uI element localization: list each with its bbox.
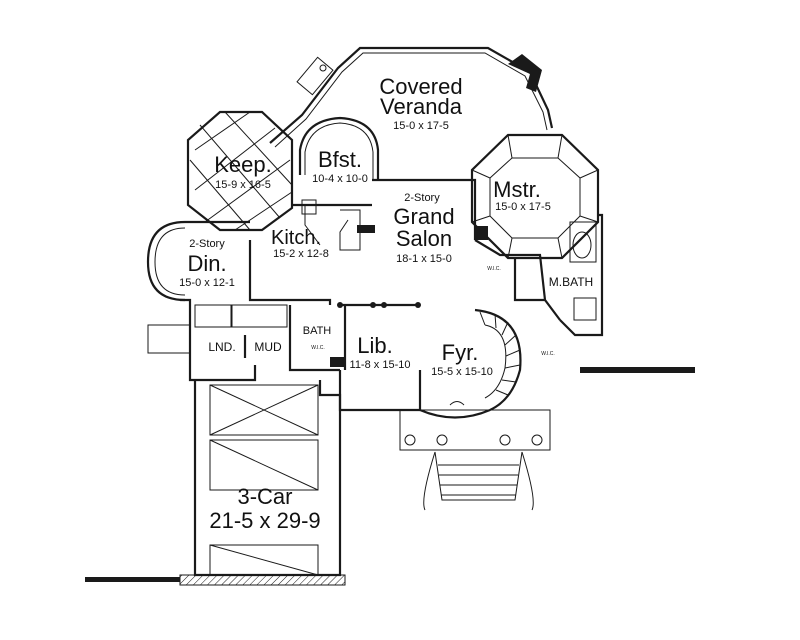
- dining-dims: 15-0 x 12-1: [179, 277, 235, 289]
- kitchen-dims: 15-2 x 12-8: [273, 248, 329, 260]
- veranda-outline: [269, 46, 554, 148]
- breakfast-outline: [298, 116, 380, 180]
- salon-closet-label: W.I.C.: [487, 266, 501, 272]
- utility-walls: [147, 304, 288, 358]
- dining-name: Din.: [187, 251, 226, 276]
- master-dims: 15-0 x 17-5: [495, 201, 551, 213]
- master-closet-label: W.I.C.: [541, 351, 555, 357]
- breakfast-name: Bfst.: [318, 147, 362, 172]
- veranda-name-1: Covered: [379, 74, 462, 99]
- salon-dims: 18-1 x 15-0: [396, 253, 452, 265]
- keep-dims: 15-9 x 16-5: [215, 179, 271, 191]
- garage-name: 3-Car: [237, 484, 292, 509]
- library-outline: [338, 370, 420, 412]
- dining-outline: [146, 220, 250, 302]
- master-bath-outline: [513, 221, 597, 321]
- keep-name: Keep.: [214, 152, 272, 177]
- main-walls: [180, 178, 604, 382]
- column-markers: [337, 302, 421, 308]
- mud-name: MUD: [254, 340, 282, 354]
- dining-prefix: 2-Story: [189, 238, 225, 250]
- salon-name-2: Salon: [396, 226, 452, 251]
- breakfast-dims: 10-4 x 10-0: [312, 173, 368, 185]
- master-bath-name: M.BATH: [549, 275, 593, 289]
- master-name: Mstr.: [493, 177, 541, 202]
- salon-prefix: 2-Story: [404, 192, 440, 204]
- garage-outline: [193, 380, 342, 577]
- salon-name-1: Grand: [393, 204, 454, 229]
- kitchen-name: Kitch.: [271, 227, 321, 249]
- veranda-name-2: Veranda: [380, 94, 463, 119]
- grill-icon: [296, 56, 334, 96]
- fireplace-icon: [508, 54, 542, 92]
- foyer-name: Fyr.: [442, 340, 479, 365]
- garage-dims: 21-5 x 29-9: [209, 508, 320, 533]
- library-dims: 11-8 x 15-10: [350, 359, 411, 371]
- library-name: Lib.: [357, 333, 392, 358]
- veranda-dims: 15-0 x 17-5: [393, 120, 449, 132]
- bath-name: BATH: [303, 325, 332, 337]
- bath-closet-label: W.I.C.: [311, 345, 325, 351]
- ground-lines: [85, 367, 695, 586]
- staircase: [474, 308, 522, 412]
- foyer-dims: 15-5 x 15-10: [431, 366, 493, 378]
- entry-porch: [399, 370, 551, 511]
- kitchen-counters: [301, 199, 361, 251]
- laundry-name: LND.: [208, 340, 235, 354]
- keep-room-outline: [186, 110, 294, 232]
